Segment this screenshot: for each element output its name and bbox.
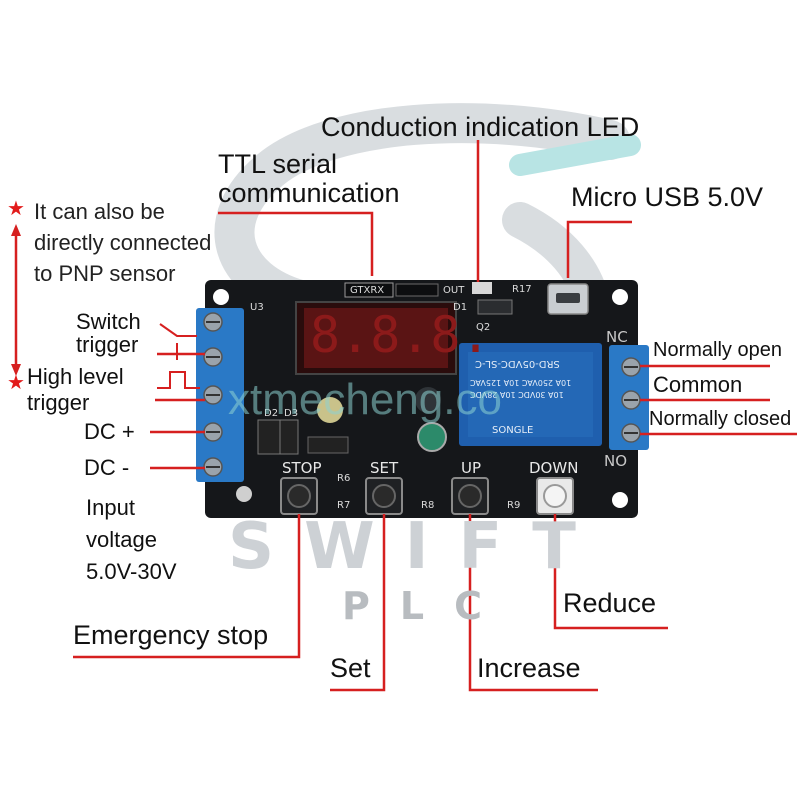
mount-hole [612,492,628,508]
label-increase: Increase [477,653,581,683]
silk-ref: R17 [512,284,532,295]
button-label-stop: STOP [282,459,322,477]
label-dc-minus: DC - [84,455,130,480]
silk-ref: D2 [264,408,279,419]
pointer-line-up [468,514,598,692]
button-label-down: DOWN [529,459,579,477]
arrow-head [11,224,21,236]
chip [257,419,281,455]
label-high-level-trigger: High level trigger [27,364,124,415]
pointer-line-down [553,514,668,630]
label-set: Set [330,653,371,683]
label-switch-trigger: Switch trigger [76,309,141,358]
ttl-header [344,282,394,298]
relay-brand: SONGLE [492,425,534,436]
label-emergency-stop: Emergency stop [73,620,269,650]
label-ttl-serial: TTL serial communication [218,149,400,208]
buttons-row [280,477,574,515]
silk-ref: R8 [421,500,435,511]
rising-edge-icon [159,323,197,360]
silk-ref: Q2 [476,322,491,333]
out-label: OUT [443,285,465,296]
star-icon: ★ [7,370,25,394]
mount-hole [213,289,229,305]
display-digits: 8.8.8. [310,306,491,364]
capacitor [317,397,343,423]
label-normally-open: Normally open [653,339,782,361]
star-icon: ★ [7,196,25,220]
relay-model: SRD-05VDC-SL-C [475,358,560,369]
label-dc-plus: DC + [84,419,135,444]
no-label: NO [604,452,628,470]
pointer-line-set [330,514,386,692]
pointer-line-usb [566,220,632,278]
silk-ref: D3 [284,408,299,419]
silk-ref: R6 [337,473,351,484]
silk-ref: R9 [507,500,521,511]
conduction-led [472,282,492,294]
watermark-brand: SWIFT [228,510,606,584]
watermark-sub: PLC [342,584,512,628]
label-micro-usb: Micro USB 5.0V [571,182,764,212]
chip [279,419,299,455]
pointer-line-ttl [218,211,374,276]
chip [307,436,349,454]
pointer-line-stop [73,514,301,659]
silk-ref: U3 [250,302,264,313]
button-label-set: SET [370,459,399,477]
label-pnp-note: It can also be directly connected to PNP… [34,199,212,287]
label-input-voltage: Input voltage 5.0V-30V [86,495,177,584]
arrow-head [11,364,21,376]
label-reduce: Reduce [563,588,657,618]
watermark-site: xtmecheng.co [228,375,502,424]
capacitor [415,387,441,413]
button-label-up: UP [461,459,482,477]
mount-hole [236,486,252,502]
nc-label: NC [606,328,628,346]
silk-ref: D1 [453,302,468,313]
pulse-icon [157,371,200,389]
pin-row [395,283,439,297]
header-label: GTXRX [350,285,385,296]
label-normally-closed: Normally closed [649,408,792,430]
capacitor [417,422,447,452]
label-conduction-led: Conduction indication LED [321,112,640,142]
silk-ref: R7 [337,500,351,511]
mount-hole [612,289,628,305]
label-common: Common [653,372,743,397]
